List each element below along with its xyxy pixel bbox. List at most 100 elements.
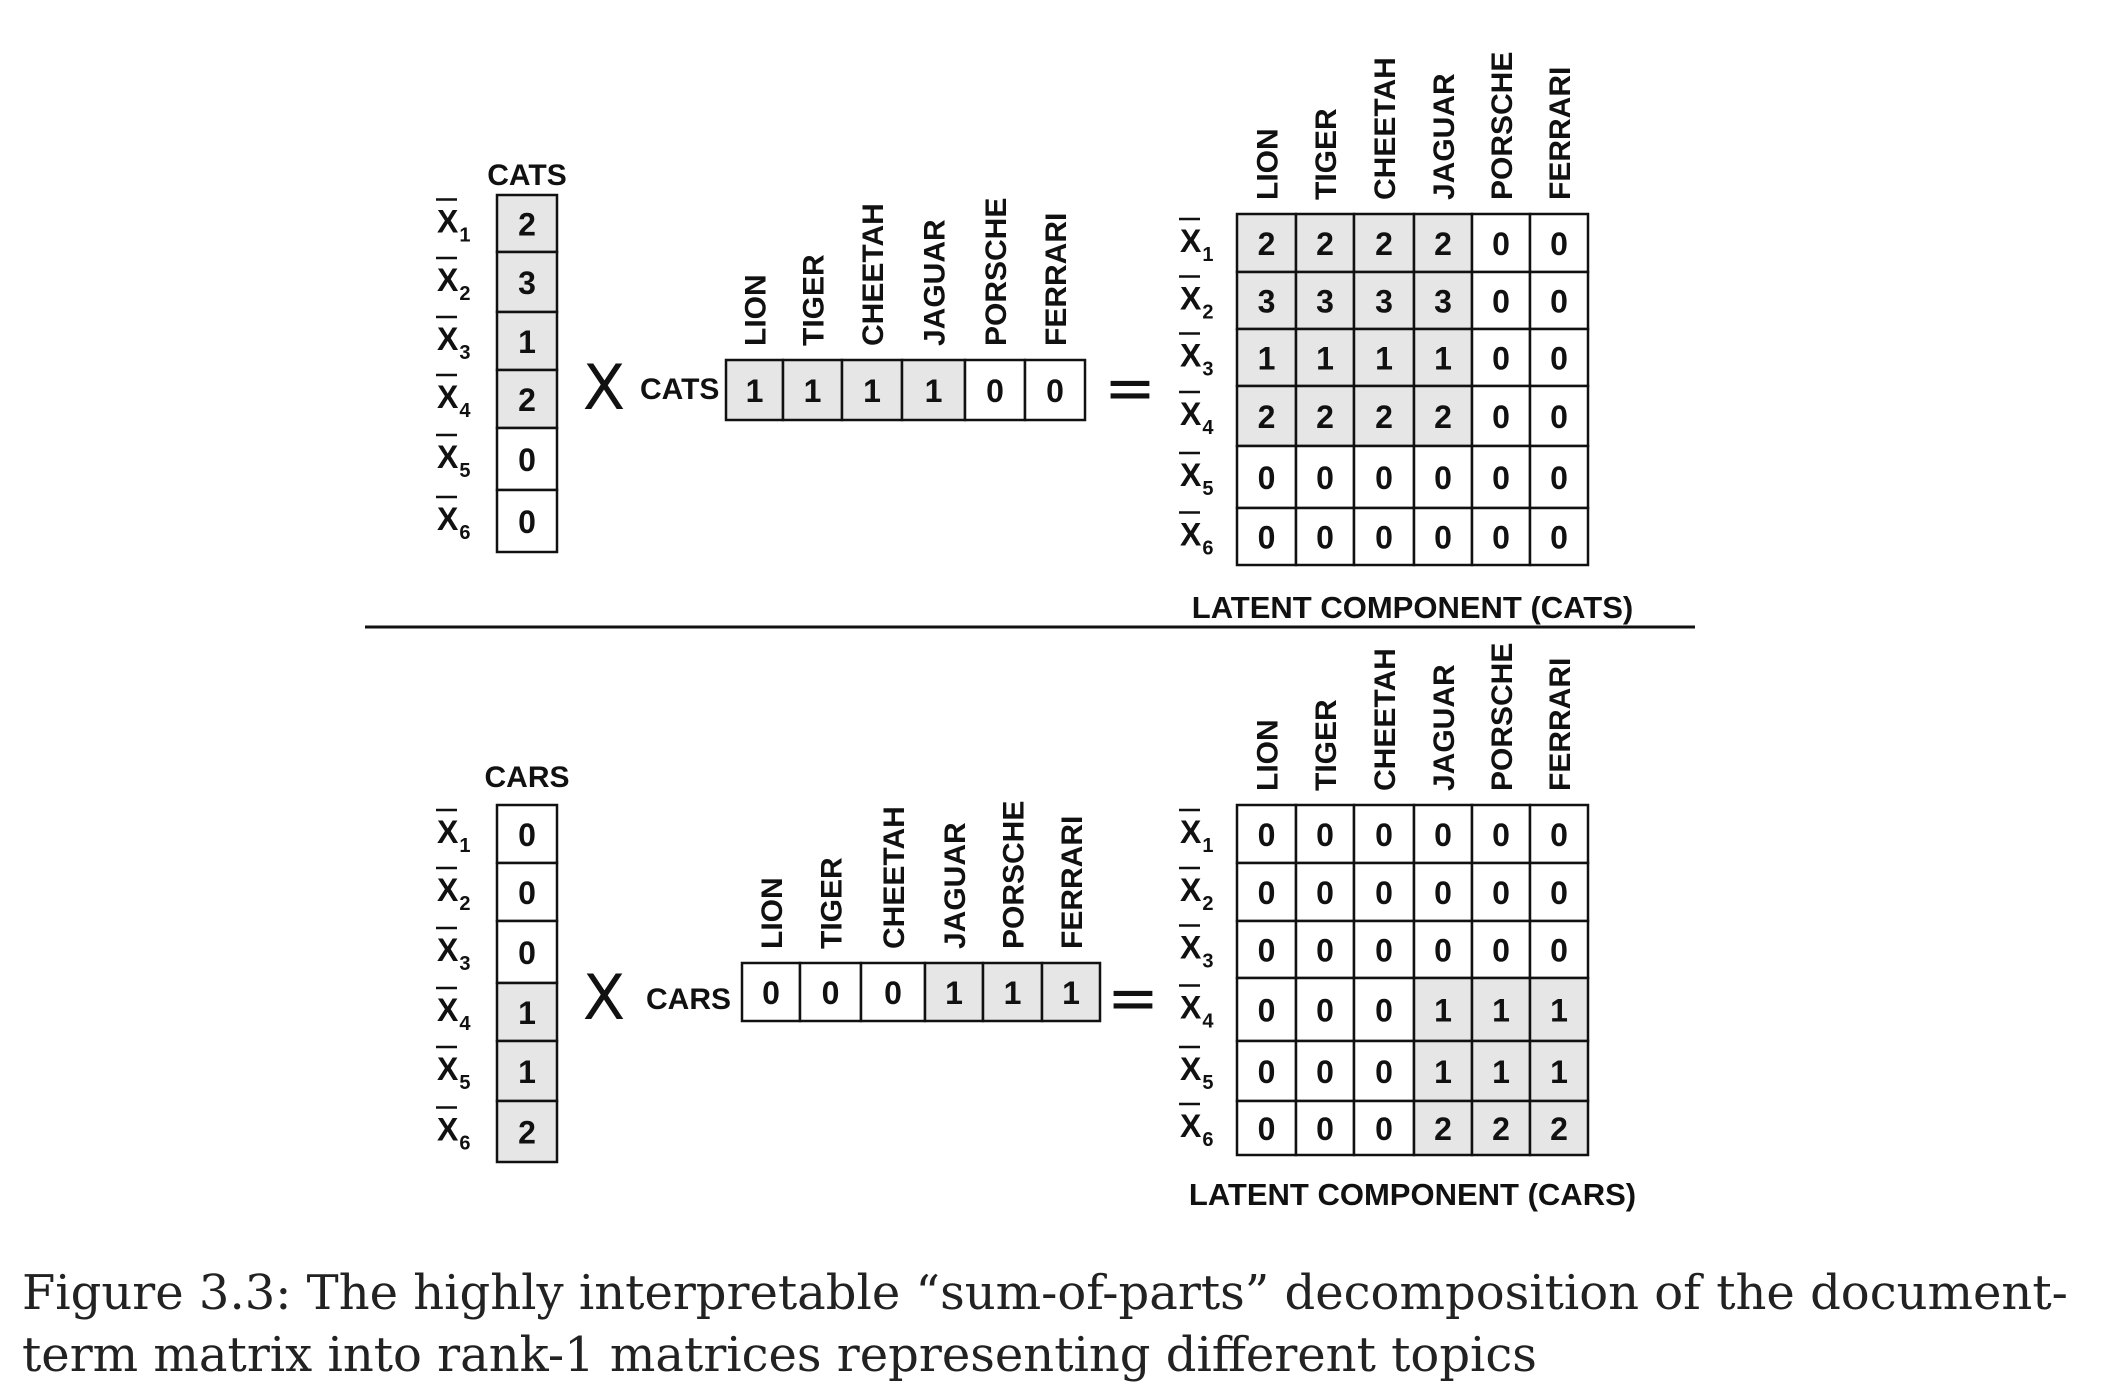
cats-result-label: LATENT COMPONENT (CATS) (1192, 590, 1633, 625)
cats-row-vector-value: 0 (1046, 373, 1064, 409)
row-label-text: X1 (1180, 814, 1213, 857)
cars-row-term-porsche: PORSCHE (998, 801, 1031, 949)
cats-matrix-row-label: X1 (1179, 217, 1213, 266)
cars-matrix-value: 0 (1258, 875, 1276, 911)
cars-column-vector-cell (495, 861, 559, 923)
cars-matrix-value: 0 (1375, 817, 1393, 853)
cats-row-vector-cell (963, 358, 1027, 422)
cats-matrix-value: 3 (1316, 284, 1334, 320)
row-label-text: X3 (437, 321, 470, 364)
cars-matrix-cell (1294, 1099, 1356, 1157)
row-label-text: X1 (437, 814, 470, 857)
cats-matrix-value: 0 (1492, 460, 1510, 496)
cats-matrix-value: 0 (1550, 341, 1568, 377)
cats-matrix-term-cheetah: CHEETAH (1369, 57, 1402, 200)
cats-column-vector-value: 2 (518, 382, 536, 418)
cats-matrix-cell (1528, 384, 1590, 448)
row-label-text: X4 (437, 992, 471, 1035)
cats-matrix-cell (1294, 506, 1356, 567)
cats-matrix-cell (1235, 506, 1298, 567)
cars-matrix-cell (1352, 1099, 1416, 1157)
cats-column-row-label: X2 (436, 256, 470, 305)
cars-matrix-cell (1528, 1039, 1590, 1103)
cars-column-vector-value: 0 (518, 935, 536, 971)
cars-matrix-value: 0 (1316, 993, 1334, 1029)
cars-matrix-value: 1 (1550, 1054, 1568, 1090)
cars-row-vector-value: 0 (822, 975, 840, 1011)
cars-matrix-value: 0 (1375, 1111, 1393, 1147)
cars-column-row-label: X5 (436, 1045, 470, 1094)
cars-matrix-value: 1 (1434, 993, 1452, 1029)
cars-matrix-cell (1412, 1039, 1474, 1103)
cars-matrix-cell (1412, 919, 1474, 980)
cats-matrix-value: 0 (1492, 226, 1510, 262)
cars-matrix-value: 0 (1550, 817, 1568, 853)
row-label-text: X2 (437, 872, 470, 915)
cats-row-vector-cell (1023, 358, 1087, 422)
row-label-text: X3 (1180, 338, 1213, 381)
cats-matrix-cell (1470, 506, 1532, 567)
row-label-text: X3 (1180, 930, 1213, 973)
cars-matrix-term-porsche: PORSCHE (1486, 643, 1519, 791)
cars-row-term-ferrari: FERRARI (1056, 816, 1089, 949)
cats-matrix-value: 0 (1550, 226, 1568, 262)
cats-matrix-value: 2 (1434, 226, 1452, 262)
cars-matrix-value: 0 (1492, 817, 1510, 853)
cars-row-term-tiger: TIGER (816, 857, 849, 949)
cats-matrix-row-label: X4 (1179, 390, 1214, 439)
cars-matrix-cell (1528, 1099, 1590, 1157)
cats-column-vector-value: 1 (518, 324, 536, 360)
cats-matrix-cell (1352, 384, 1416, 448)
cats-matrix-cell (1235, 270, 1298, 331)
cars-row-term-jaguar: JAGUAR (939, 822, 972, 949)
cats-row-vector-value: 1 (925, 373, 943, 409)
cars-matrix-value: 0 (1434, 933, 1452, 969)
cats-column-vector-title: CATS (487, 159, 566, 192)
cats-matrix-cell (1352, 327, 1416, 388)
cars-matrix-term-lion: LION (1252, 719, 1285, 791)
cats-row-term-tiger: TIGER (798, 254, 831, 346)
cats-matrix-value: 0 (1434, 520, 1452, 556)
cars-row-vector-cell (923, 961, 985, 1023)
cats-matrix-value: 0 (1550, 399, 1568, 435)
cats-matrix-value: 0 (1550, 284, 1568, 320)
cats-matrix-value: 2 (1316, 226, 1334, 262)
cats-equals-symbol: = (1104, 351, 1156, 424)
row-label-text: X6 (1180, 1108, 1213, 1151)
cats-matrix-value: 3 (1375, 284, 1393, 320)
cats-row-vector-cell (840, 358, 904, 422)
row-label-text: X6 (1180, 517, 1213, 560)
cats-row-vector-value: 1 (863, 373, 881, 409)
cars-row-vector-value: 1 (1062, 975, 1080, 1011)
cars-matrix-value: 1 (1492, 1054, 1510, 1090)
cats-row-vector-value: 0 (986, 373, 1004, 409)
cats-row-term-lion: LION (740, 274, 773, 346)
cars-row-vector-value: 0 (884, 975, 902, 1011)
cats-column-vector-cell (495, 250, 559, 314)
cats-matrix-cell (1352, 444, 1416, 510)
cats-matrix-value: 0 (1375, 460, 1393, 496)
cats-column-row-label: X5 (436, 433, 470, 482)
cats-row-term-ferrari: FERRARI (1040, 213, 1073, 346)
row-label-text: X5 (1180, 1051, 1213, 1094)
cats-matrix-value: 2 (1434, 399, 1452, 435)
cats-matrix-cell (1412, 384, 1474, 448)
row-label-text: X1 (437, 204, 470, 247)
row-label-text: X2 (437, 262, 470, 305)
cars-result-label: LATENT COMPONENT (CARS) (1189, 1177, 1636, 1212)
cars-matrix-value: 0 (1492, 875, 1510, 911)
cars-row-vector-value: 1 (1004, 975, 1022, 1011)
cars-matrix-term-jaguar: JAGUAR (1428, 664, 1461, 791)
row-label-text: X5 (1180, 457, 1213, 500)
cats-matrix-term-porsche: PORSCHE (1486, 52, 1519, 200)
cars-row-term-lion: LION (756, 877, 789, 949)
cats-matrix-term-ferrari: FERRARI (1544, 67, 1577, 200)
cats-column-vector-value: 2 (518, 207, 536, 243)
cats-matrix-cell (1470, 212, 1532, 274)
cats-matrix-value: 1 (1375, 341, 1393, 377)
cars-column-vector-cell (495, 1099, 559, 1164)
cats-matrix-value: 2 (1258, 399, 1276, 435)
cars-matrix-cell (1470, 919, 1532, 980)
cats-matrix-term-tiger: TIGER (1310, 108, 1343, 200)
